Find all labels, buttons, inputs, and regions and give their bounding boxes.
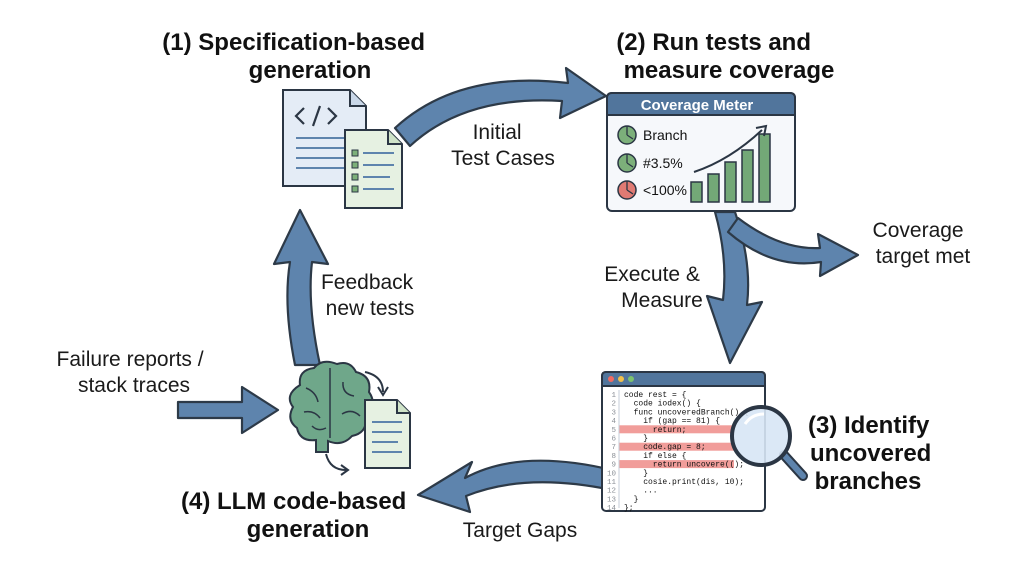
code-line: return; — [624, 426, 686, 435]
generated-test-document-icon — [364, 399, 411, 469]
metric-label: #3.5% — [643, 155, 683, 171]
execute-measure-label: Execute & Measure — [604, 263, 706, 312]
step-4-title: (4) LLM code-based generation — [181, 488, 413, 543]
coverage-meter: Coverage Meter Branch #3.5% <100% — [606, 92, 796, 212]
curved-arrow-icon — [325, 453, 347, 471]
code-line: return uncovere((); — [624, 461, 744, 470]
line-number: 12 — [607, 488, 616, 496]
test-document-icon — [344, 129, 403, 209]
code-line: if else { — [624, 452, 687, 461]
coverage-target-met-label: Coverage target met — [873, 219, 971, 268]
coverage-met-arrow — [726, 216, 860, 278]
metric-label: Branch — [643, 127, 687, 143]
code-line: code.gap = 8; — [624, 443, 706, 452]
code-line: } — [624, 469, 648, 478]
coverage-meter-title: Coverage Meter — [641, 97, 754, 114]
meter-bar — [724, 161, 737, 203]
curved-arrow-icon — [364, 371, 384, 393]
target-gaps-arrow — [416, 459, 614, 514]
line-number: 13 — [607, 496, 617, 504]
metric-label: <100% — [643, 182, 687, 198]
code-line: func uncoveredBranch() { — [624, 408, 749, 417]
uncovered-line-highlights — [619, 425, 734, 469]
initial-test-cases-arrow — [393, 66, 608, 148]
line-number: 6 — [611, 436, 616, 444]
failure-reports-label: Failure reports / stack traces — [57, 348, 210, 397]
line-number: 9 — [611, 462, 616, 470]
metric-branch: Branch — [617, 125, 687, 145]
meter-bar-chart — [690, 133, 771, 203]
line-number: 7 — [611, 444, 616, 452]
line-number: 4 — [611, 418, 616, 426]
step-2-title: (2) Run tests and measure coverage — [616, 29, 834, 84]
step-3-title: (3) Identify uncovered branches — [808, 412, 938, 495]
line-number: 5 — [611, 427, 616, 435]
line-number: 14 — [607, 505, 617, 513]
code-line: ... — [624, 487, 658, 496]
trend-line — [693, 129, 763, 173]
meter-bar — [741, 149, 754, 203]
uncovered-line-highlight — [619, 460, 734, 469]
window-maximize-dot — [628, 376, 634, 382]
code-line: code iodex() { — [624, 400, 701, 409]
uncovered-line-highlight — [619, 425, 734, 434]
window-title-bar — [601, 371, 766, 387]
curved-arrowhead-icon — [340, 464, 350, 476]
brain-icon — [288, 360, 374, 453]
metric-target: <100% — [617, 180, 687, 200]
code-lines: 1 code rest = { 2 code iodex() { 3 func unc… — [607, 390, 749, 513]
feedback-label: Feedback new tests — [321, 271, 419, 320]
code-line: } — [624, 495, 638, 504]
feedback-arrow — [272, 208, 330, 367]
magnifier-icon — [730, 405, 808, 481]
target-gaps-label: Target Gaps — [463, 519, 577, 542]
initial-test-cases-label: Initial Test Cases — [451, 121, 555, 170]
step-1-title: (1) Specification-based generation — [162, 29, 431, 84]
code-line: } — [624, 435, 648, 444]
coverage-meter-header — [606, 92, 796, 116]
failure-input-arrow — [176, 385, 280, 435]
trend-arrowhead — [755, 124, 768, 137]
code-line: }; — [624, 504, 634, 513]
curved-arrowhead-icon — [377, 386, 389, 397]
meter-bar — [758, 133, 771, 203]
code-line: code rest = { — [624, 391, 687, 400]
line-number: 2 — [611, 401, 616, 409]
line-number: 1 — [611, 392, 616, 400]
uncovered-line-highlight — [619, 442, 734, 451]
code-line: if (gap == 81) { — [624, 417, 720, 426]
metric-percent: #3.5% — [617, 153, 683, 173]
window-close-dot — [608, 376, 614, 382]
code-window: 1 code rest = { 2 code iodex() { 3 func unc… — [601, 371, 766, 513]
line-number: 10 — [607, 470, 617, 478]
meter-bar — [707, 173, 720, 203]
meter-bar — [690, 181, 703, 203]
line-number: 3 — [611, 409, 616, 417]
line-number: 8 — [611, 453, 616, 461]
line-number: 11 — [607, 479, 617, 487]
code-line: cosie.print(dis, 10); — [624, 478, 744, 487]
window-minimize-dot — [618, 376, 624, 382]
